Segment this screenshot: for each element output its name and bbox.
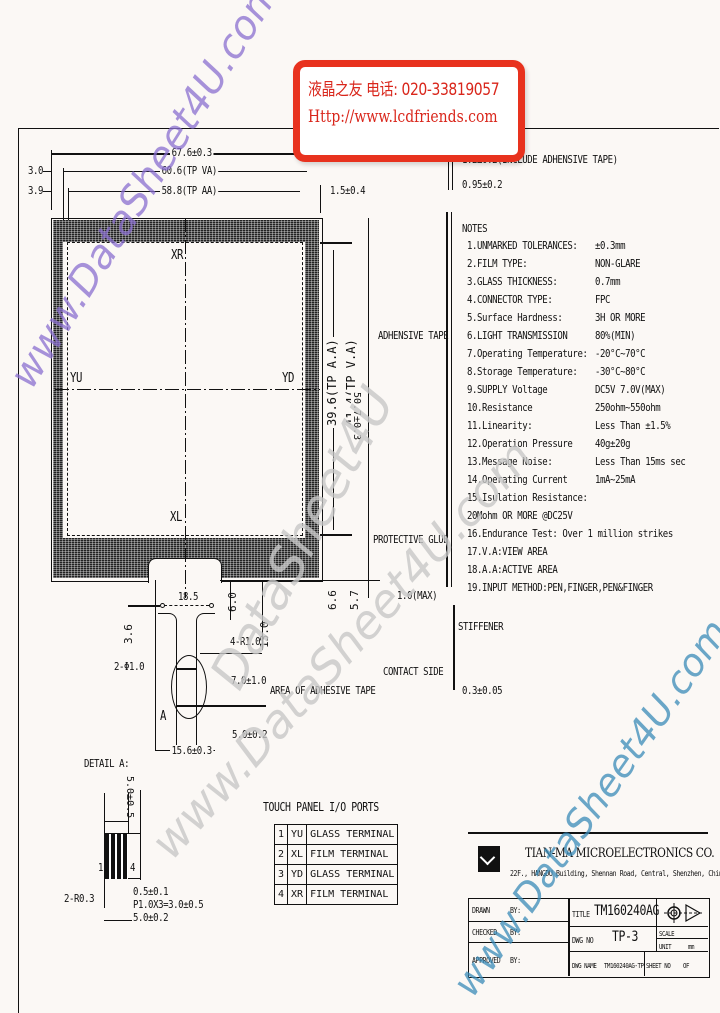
- adhesive-border-top: [53, 220, 319, 242]
- label-xl: XL: [170, 510, 183, 525]
- pin-1-label: 1: [98, 861, 104, 874]
- company-name: TIAN-MA MICROELECTRONICS CO.: [525, 846, 715, 861]
- sheet-of: OF: [683, 962, 690, 970]
- detail-pitch-total: P1.0X3=3.0±0.5: [133, 898, 204, 911]
- bottom-dim-a: 6.6: [326, 590, 339, 610]
- side-view-glass: [446, 212, 448, 587]
- tp-va-dim: 60.6(TP VA): [160, 164, 219, 177]
- adhesive-border-left: [53, 220, 63, 578]
- detail-a-contacts: [105, 833, 128, 879]
- projection-symbol-icon: [664, 903, 702, 923]
- dwg-no-label: DWG NO: [572, 936, 594, 945]
- pin-4-label: 4: [130, 861, 136, 874]
- left-offset-aa: 3.9: [28, 184, 44, 197]
- company-address: 22F., HANGDU Building, Shennan Road, Cen…: [510, 869, 720, 878]
- detail-radius: 2-R0.3: [64, 892, 95, 905]
- dwg-name-value: TM160240AG-TP: [604, 962, 644, 970]
- unit-value: mm: [688, 943, 695, 951]
- label-yd: YD: [282, 371, 295, 386]
- tail-width-dim: 5.0±0.2: [232, 728, 268, 741]
- adhesive-border-right: [305, 220, 319, 578]
- stamp-url-line: Http://www.lcdfriends.com: [308, 107, 498, 127]
- contact-stamp: 液晶之友 电话: 020-33819057 Http://www.lcdfrie…: [293, 60, 525, 162]
- company-logo: [478, 846, 500, 872]
- detail-a-marker: A: [160, 709, 167, 724]
- tail-base-dim: 15.6±0.3: [170, 744, 214, 757]
- hole-offset-dim: 3.6: [122, 624, 135, 644]
- drawn-label: DRAWN: [472, 906, 490, 915]
- label-xr: XR: [171, 248, 184, 263]
- detail-a-title: DETAIL A:: [84, 757, 130, 770]
- label-yu: YU: [70, 371, 83, 386]
- dwg-name-label: DWG NAME: [572, 962, 597, 970]
- unit-label: UNIT: [659, 943, 672, 951]
- protective-glue-label: PROTECTIVE GLUE: [373, 533, 449, 546]
- detail-width: 5.0±0.2: [133, 911, 169, 924]
- holes-label: 2-Φ1.0: [114, 660, 145, 673]
- hole-pitch-dim: 18.5: [178, 590, 199, 603]
- vertical-centerline: [185, 218, 186, 598]
- stiffener-len-dim: 7.0±1.0: [231, 674, 267, 687]
- notes-title: NOTES: [462, 222, 488, 235]
- stamp-phone-line: 液晶之友 电话: 020-33819057: [308, 80, 500, 100]
- detail-pitch: 0.5±0.1: [133, 885, 169, 898]
- drawn-by: BY:: [510, 906, 521, 915]
- contact-side-label: CONTACT SIDE: [383, 665, 444, 678]
- title-block-grid: [468, 898, 710, 978]
- sheet-label: SHEET NO: [646, 962, 671, 970]
- io-ports-title: TOUCH PANEL I/O PORTS: [263, 800, 379, 814]
- stiffener-label: STIFFENER: [458, 620, 504, 633]
- glass-thickness: 0.95±0.2: [462, 178, 503, 191]
- max-thickness-label: 1.0(MAX): [397, 589, 438, 602]
- tp-aa-dim: 58.8(TP AA): [160, 184, 219, 197]
- overall-width-dim: 67.6±0.3: [170, 146, 214, 159]
- checked-label: CHECKED: [472, 928, 497, 937]
- checked-by: BY:: [510, 928, 521, 937]
- title-label: TITLE: [572, 910, 590, 919]
- horizontal-centerline: [55, 389, 320, 390]
- dwg-no-value: TP-3: [612, 929, 639, 945]
- corner-radius-label: 4-R1.0: [230, 635, 261, 648]
- adhesive-tape-label: ADHENSIVE TAPE: [378, 329, 449, 342]
- approved-label: APPROVED: [472, 956, 501, 965]
- right-gap-dim: 1.5±0.4: [330, 184, 366, 197]
- tail-thickness-label: 0.3±0.05: [462, 684, 503, 697]
- scale-label: SCALE: [659, 930, 675, 938]
- approved-by: BY:: [510, 956, 521, 965]
- adhesive-area-label: AREA OF ADHESIVE TAPE: [270, 684, 376, 697]
- detail-a-length: 5.0±0.5: [124, 776, 135, 819]
- detail-a-circle: [171, 655, 207, 719]
- title-value: TM160240AG: [594, 903, 660, 919]
- side-view-stiffener: [453, 605, 455, 690]
- left-offset-va: 3.0: [28, 164, 44, 177]
